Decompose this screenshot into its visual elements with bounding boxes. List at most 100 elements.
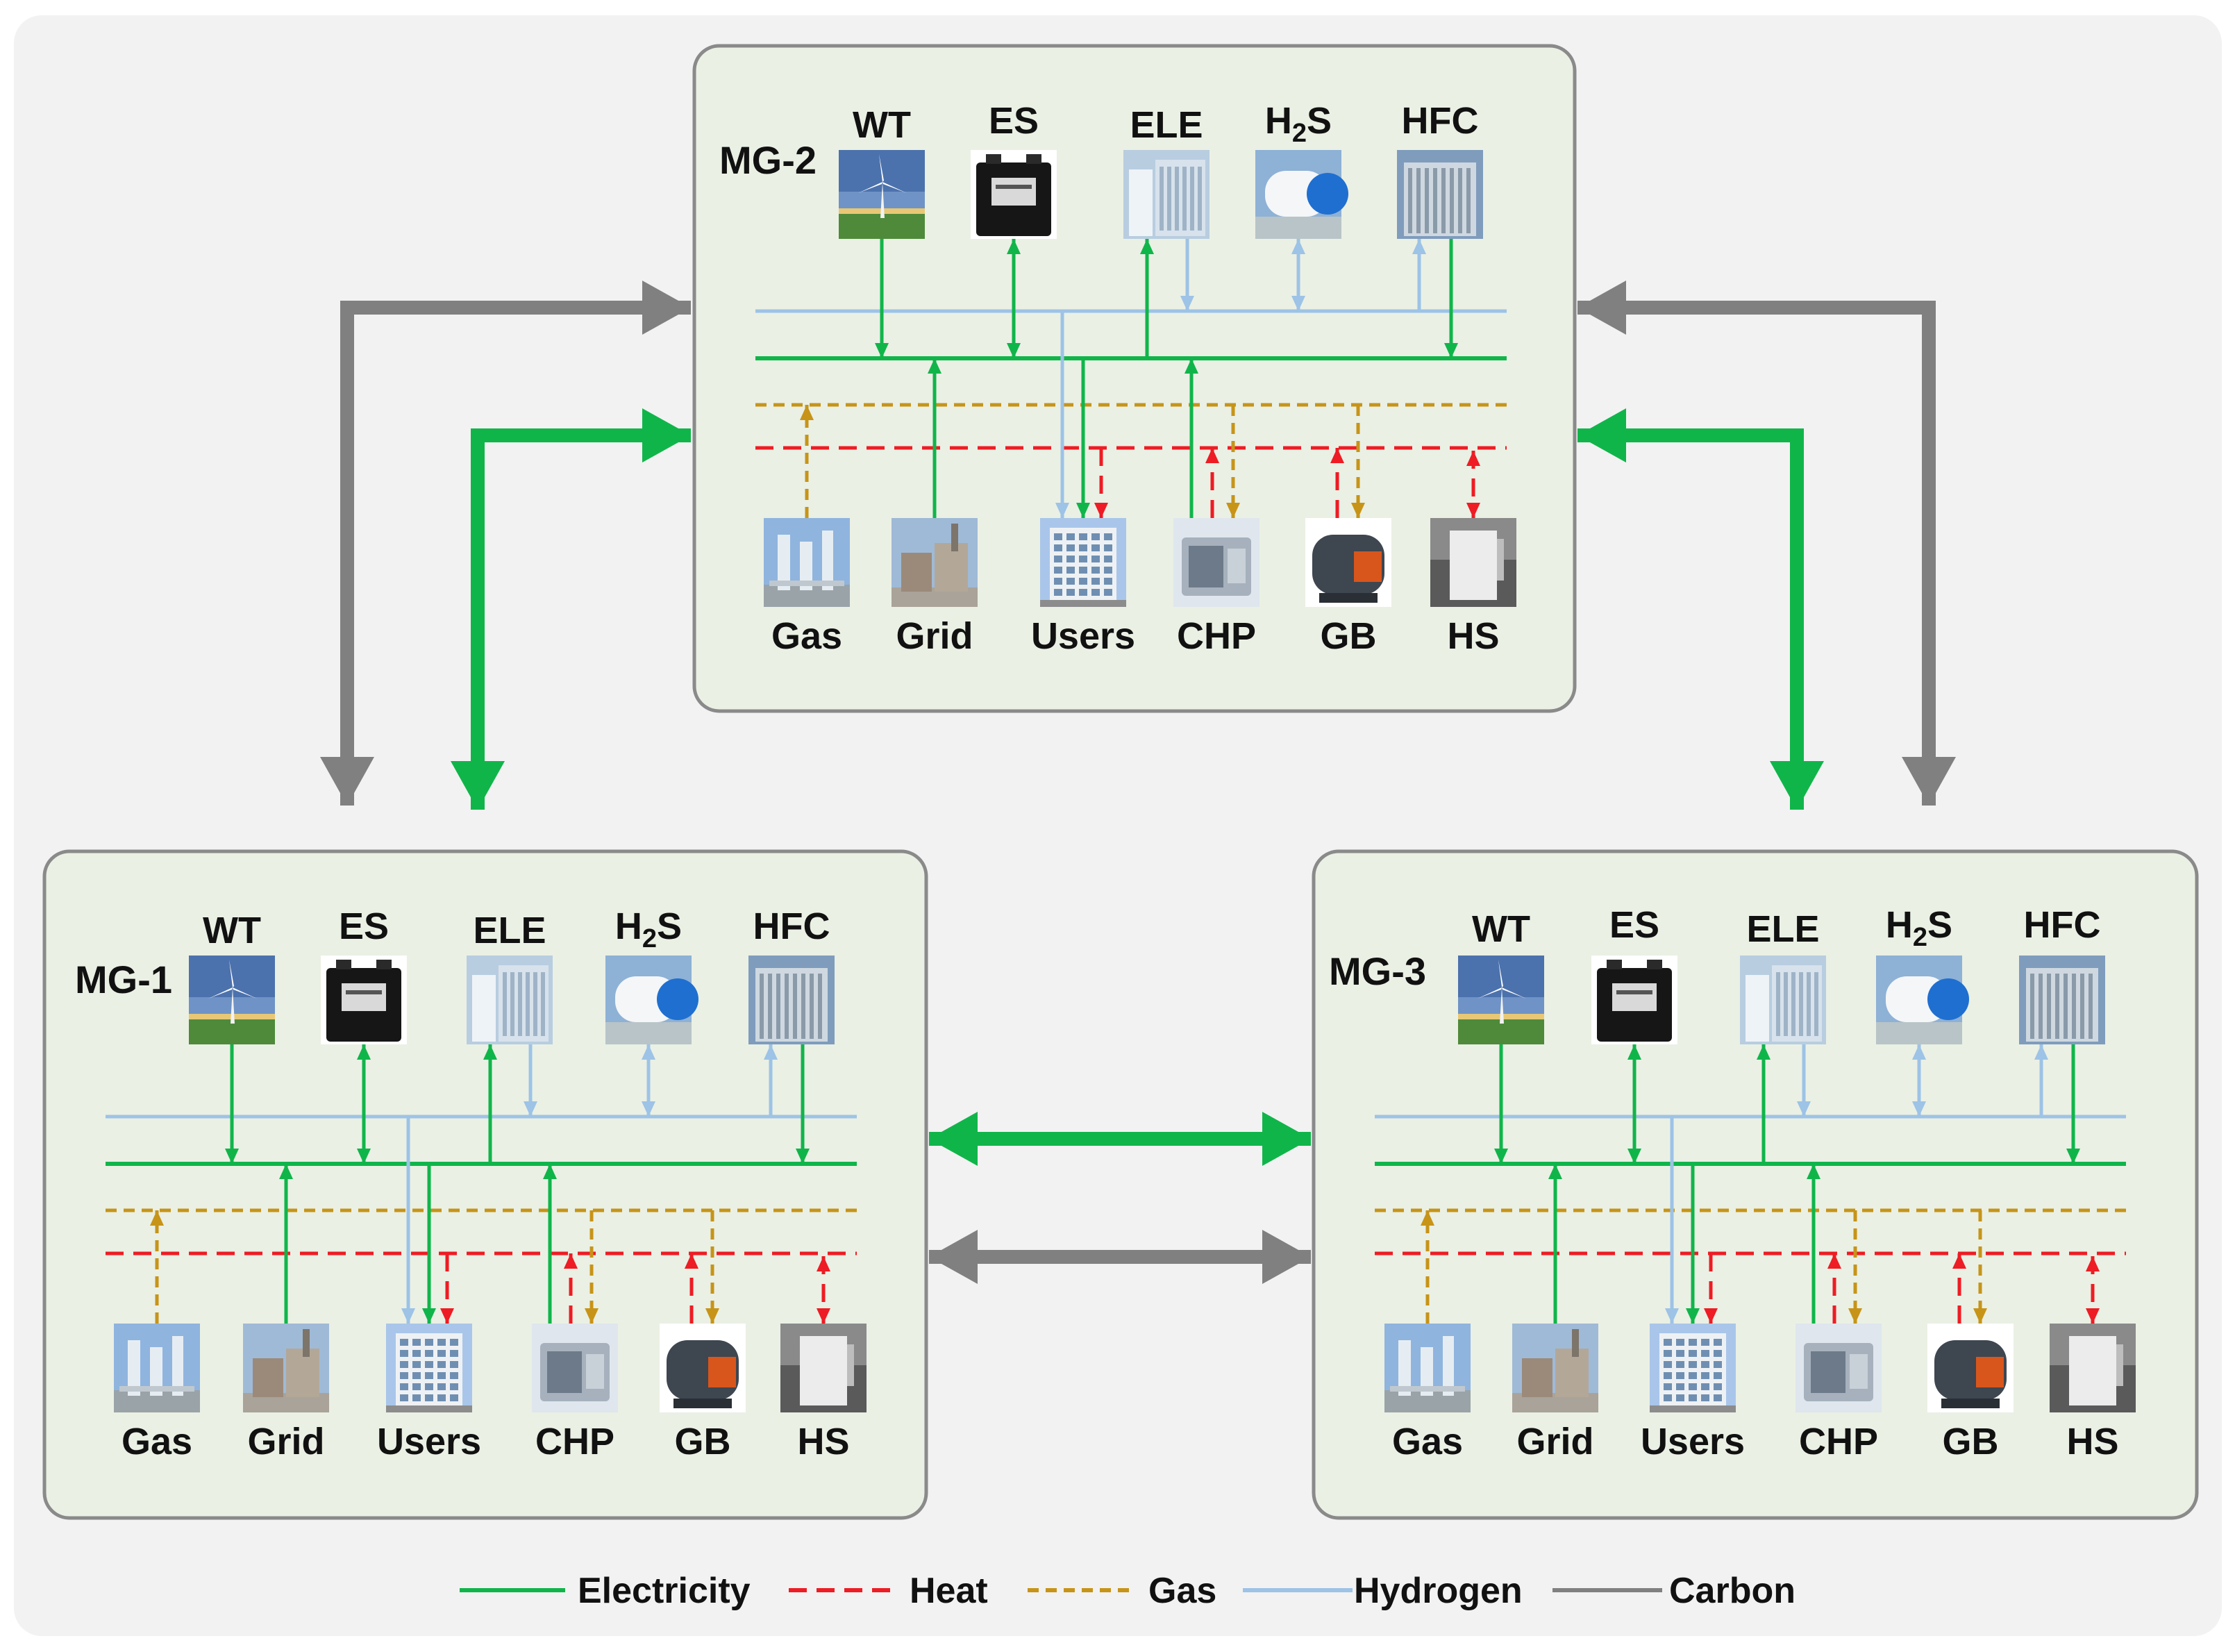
window [425,1361,433,1368]
battery-icon [971,150,1057,239]
base [673,1399,732,1408]
wind-turbine-icon [189,956,275,1044]
window [1714,1372,1722,1379]
device-label-ele: ELE [1130,104,1203,146]
window [1066,533,1075,540]
window [400,1350,408,1357]
device-label-hs: HS [1447,615,1499,657]
window [1689,1383,1697,1390]
window [400,1383,408,1390]
column-3 [1443,1336,1454,1396]
window [412,1361,421,1368]
electricity-exchange-mg2-mg3 [1577,408,1824,810]
pipe [1497,539,1504,581]
label-part: H [1886,904,1913,946]
legend-item-heat: Heat [789,1571,988,1611]
wind-turbine-icon [839,150,925,239]
device-label-es: ES [989,100,1039,142]
fuel-cell-icon [748,956,835,1044]
microgrid-label: MG-1 [75,958,172,1001]
window [1664,1394,1672,1401]
electrolyzer-icon [1740,956,1826,1044]
block-1 [901,553,932,592]
window [1701,1361,1709,1368]
electricity-exchange-mg1-mg2 [451,408,691,810]
tower [880,182,885,218]
window [1091,544,1100,551]
cell [2030,974,2034,1039]
fin [510,972,514,1036]
burner [1976,1357,2004,1387]
cell [776,974,780,1039]
window [1104,578,1112,585]
engine [1811,1351,1845,1393]
cell [801,974,805,1039]
window [1091,556,1100,562]
fin [1190,167,1194,231]
terminal-pos [1647,960,1662,969]
fuel-cell-icon [2019,956,2105,1044]
window [1664,1361,1672,1368]
base [1941,1399,2000,1408]
street [386,1405,472,1412]
carbon-exchange-mg1-mg2 [320,281,691,806]
window [1066,567,1075,574]
column-3 [822,531,833,590]
cell [2072,974,2076,1039]
heat-storage-icon [1430,518,1516,607]
window [1664,1350,1672,1357]
device-label-users: Users [377,1421,481,1462]
stack [2026,968,2098,1042]
window [1714,1339,1722,1346]
window [1079,589,1087,596]
window [1066,589,1075,596]
tower [1500,987,1504,1024]
legend-label: Carbon [1669,1571,1795,1611]
battery-icon [1591,956,1677,1044]
wind-turbine-icon [1458,956,1544,1044]
power-plant-icon [243,1324,329,1412]
cell [1458,168,1462,233]
gas-plant-icon [114,1324,200,1412]
device-label-gas: Gas [1392,1421,1463,1462]
window [1664,1372,1672,1379]
window [450,1361,458,1368]
ground [1255,217,1341,239]
fin [526,972,530,1036]
cabinet [800,1336,847,1405]
device-label-users: Users [1031,615,1135,657]
device-label-chp: CHP [535,1421,614,1462]
window [450,1394,458,1401]
gas-boiler-icon [660,1324,746,1412]
device-label-grid: Grid [1516,1421,1593,1462]
tank [1746,975,1769,1042]
fuel-cell-icon [1397,150,1483,239]
device-label-gas: Gas [122,1421,192,1462]
window [1701,1383,1709,1390]
window [412,1372,421,1379]
street [1040,600,1126,607]
terminal-pos [376,960,392,969]
window [1054,544,1062,551]
label-subscript: 2 [642,924,657,953]
column-2 [1421,1347,1433,1396]
device-label-hs: HS [2066,1421,2118,1462]
window [1689,1361,1697,1368]
legend-label: Gas [1148,1571,1216,1611]
cell [2047,974,2051,1039]
fin [1175,167,1179,231]
label-line [346,990,382,994]
window [1104,533,1112,540]
device-label-es: ES [339,906,389,947]
ground [1876,1022,1962,1044]
device-label-es: ES [1609,904,1659,946]
cell [1408,168,1412,233]
cell [785,974,789,1039]
fin [1182,167,1187,231]
window [400,1372,408,1379]
window [425,1350,433,1357]
